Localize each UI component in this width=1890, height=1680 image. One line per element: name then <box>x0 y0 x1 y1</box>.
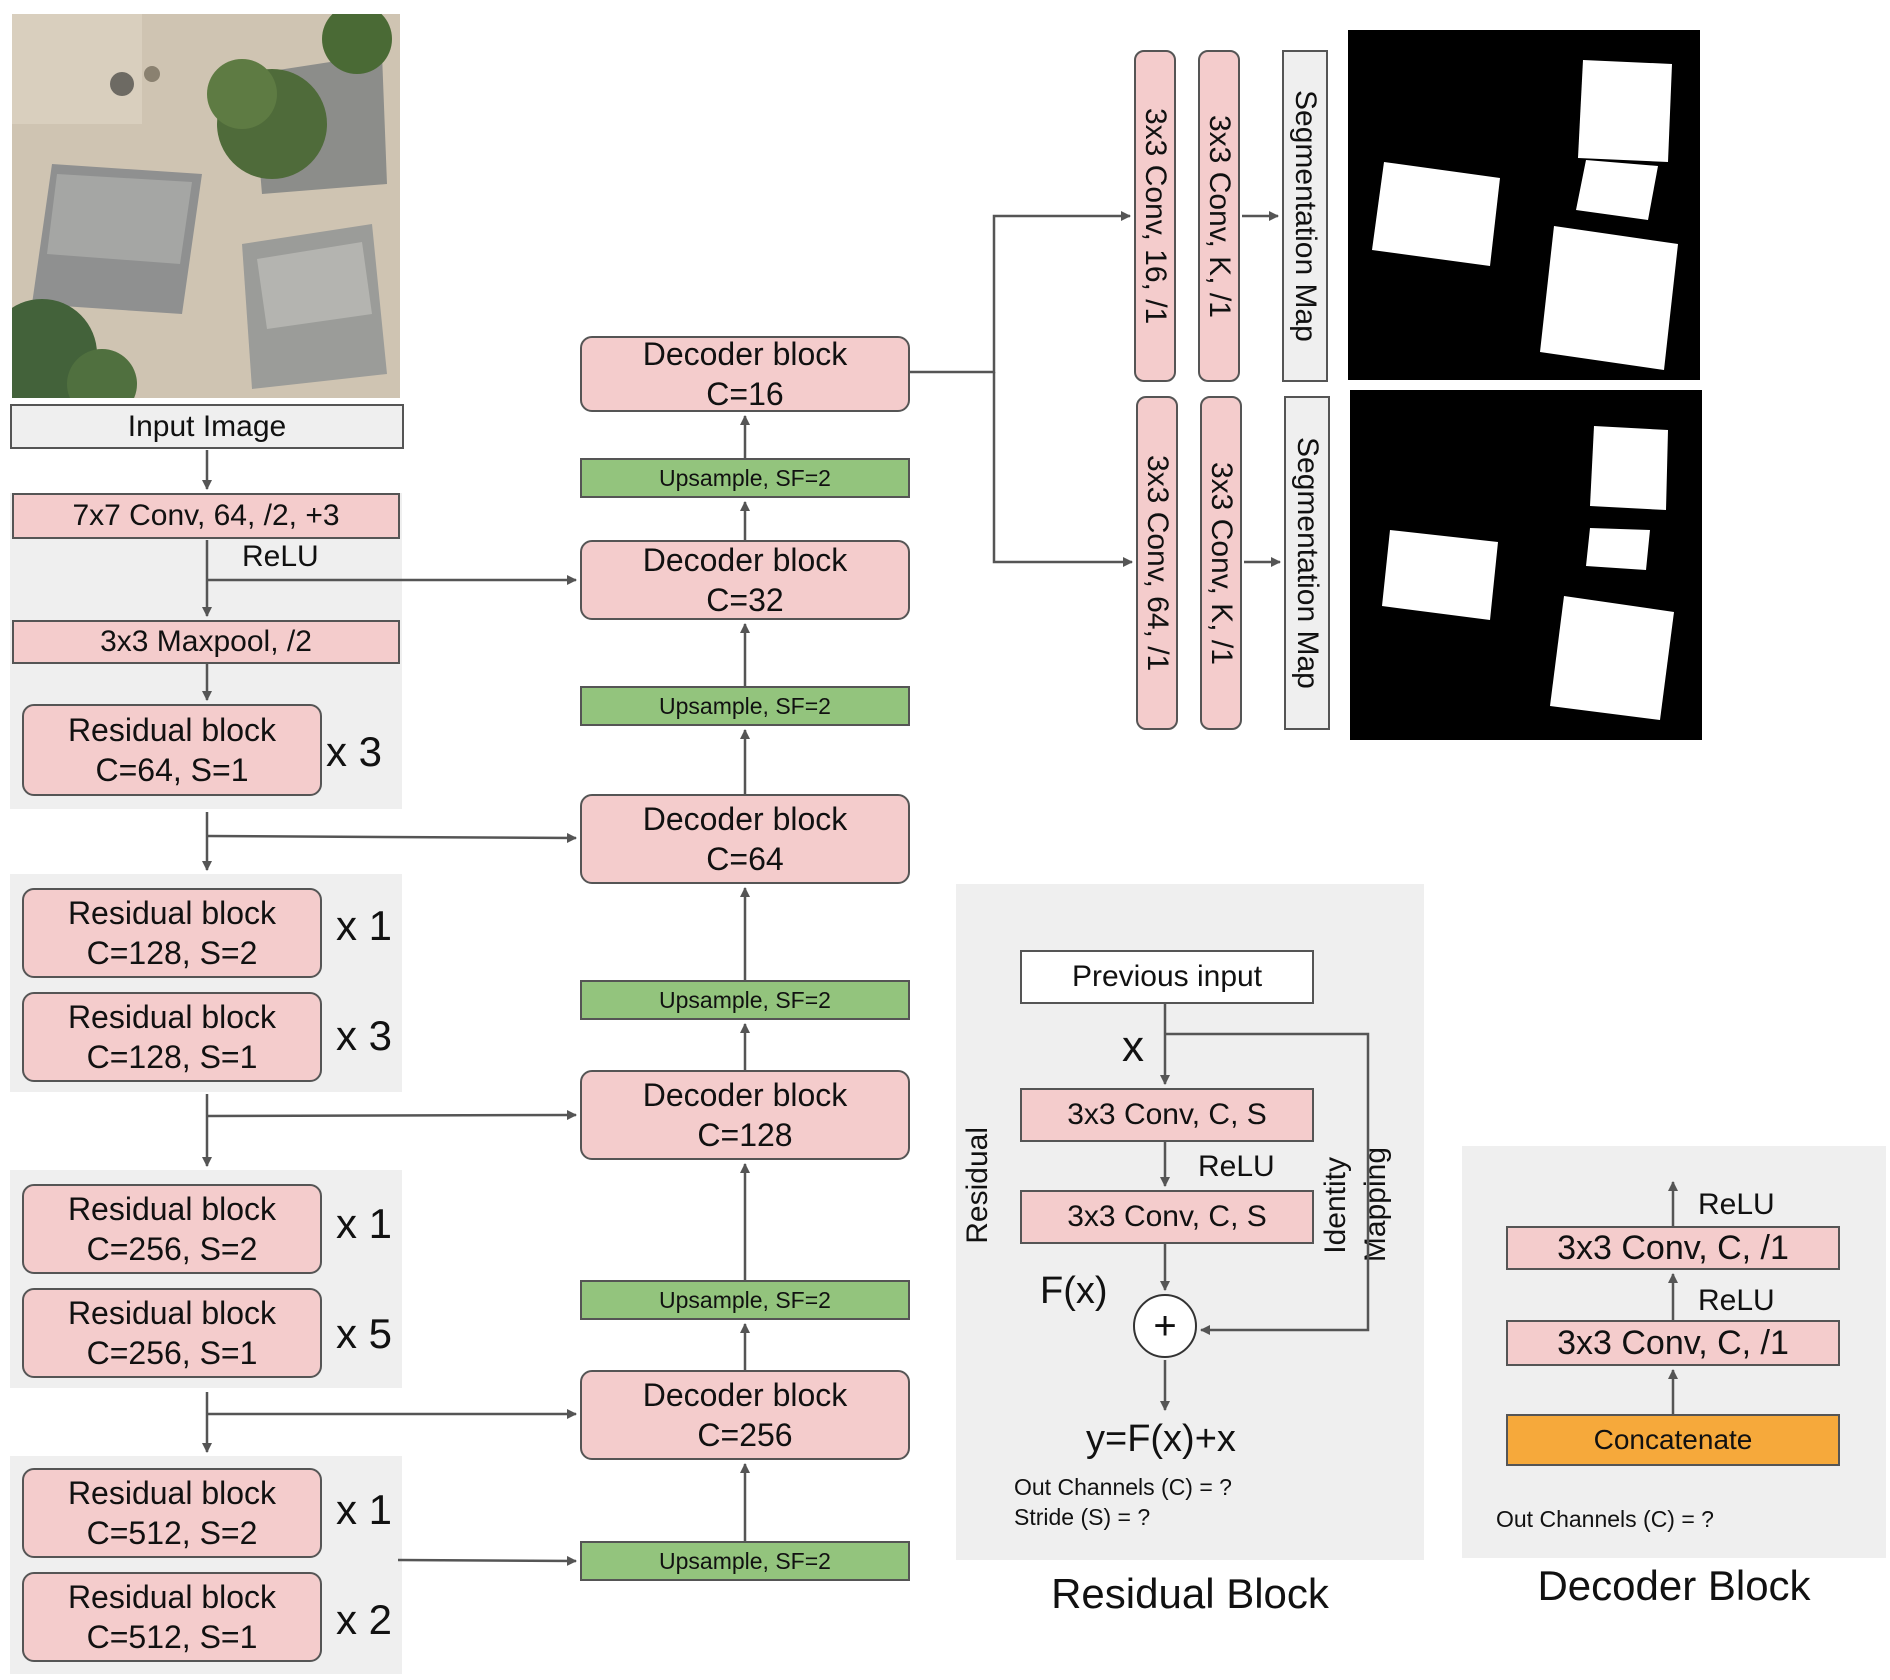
decoder-block-channels: C=64 <box>706 841 784 877</box>
concatenate-block: Concatenate <box>1506 1414 1840 1466</box>
decoder-block-c16: Decoder block C=16 <box>580 336 910 412</box>
residual-block-c128-s1: Residual block C=128, S=1 <box>22 992 322 1082</box>
residual-block-title: Residual block <box>67 1295 277 1331</box>
residual-block-params: C=256, S=2 <box>86 1231 258 1267</box>
head-bottom-segmentation-label: Segmentation Map <box>1284 396 1330 730</box>
decoder-block-c256: Decoder block C=256 <box>580 1370 910 1460</box>
residual-multiplier: x 3 <box>326 728 383 775</box>
segmentation-map-top <box>1348 30 1700 380</box>
head-top-convk: 3x3 Conv, K, /1 <box>1198 50 1240 382</box>
residual-relu-label: ReLU <box>1198 1150 1275 1183</box>
decoder-block-c64: Decoder block C=64 <box>580 794 910 884</box>
upsample-block: Upsample, SF=2 <box>580 686 910 726</box>
upsample-block: Upsample, SF=2 <box>580 458 910 498</box>
input-image-label: Input Image <box>10 404 404 449</box>
residual-block-params: C=256, S=1 <box>86 1335 258 1371</box>
head-bottom-convk: 3x3 Conv, K, /1 <box>1200 396 1242 730</box>
residual-block-c256-s2: Residual block C=256, S=2 <box>22 1184 322 1274</box>
residual-out-channels-note: Out Channels (C) = ? <box>1014 1474 1232 1500</box>
segmentation-map-bottom <box>1350 390 1702 740</box>
head-top-segmentation-label: Segmentation Map <box>1282 50 1328 382</box>
residual-multiplier: x 1 <box>336 902 393 949</box>
residual-multiplier: x 2 <box>336 1596 393 1643</box>
residual-block-c128-s2: Residual block C=128, S=2 <box>22 888 322 978</box>
plus-icon: + <box>1133 1294 1197 1358</box>
input-aerial-image <box>12 14 400 398</box>
residual-block-params: C=512, S=2 <box>86 1515 258 1551</box>
residual-block-c512-s1: Residual block C=512, S=1 <box>22 1572 322 1662</box>
decoder-out-channels-note: Out Channels (C) = ? <box>1496 1506 1714 1532</box>
fx-label: F(x) <box>1040 1270 1108 1312</box>
head-top-conv16: 3x3 Conv, 16, /1 <box>1134 50 1176 382</box>
residual-block-title: Residual block <box>67 1475 277 1511</box>
decoder-block-channels: C=16 <box>706 376 784 412</box>
residual-multiplier: x 3 <box>336 1012 393 1059</box>
decoder-conv-top-block: 3x3 Conv, C, /1 <box>1506 1226 1840 1270</box>
residual-block-caption: Residual Block <box>1051 1570 1329 1617</box>
decoder-block-channels: C=256 <box>697 1417 793 1453</box>
residual-conv2-block: 3x3 Conv, C, S <box>1020 1190 1314 1244</box>
decoder-relu-bottom-label: ReLU <box>1698 1284 1775 1317</box>
residual-multiplier: x 5 <box>336 1310 393 1357</box>
residual-multiplier: x 1 <box>336 1486 393 1533</box>
previous-input-box: Previous input <box>1020 950 1314 1004</box>
residual-block-title: Residual block <box>67 1191 277 1227</box>
decoder-block-channels: C=128 <box>697 1117 793 1153</box>
decoder-block-title: Decoder block <box>642 1077 848 1113</box>
residual-block-title: Residual block <box>67 712 277 748</box>
residual-block-params: C=512, S=1 <box>86 1619 258 1655</box>
decoder-block-channels: C=32 <box>706 582 784 618</box>
residual-block-title: Residual block <box>67 895 277 931</box>
head-bottom-conv64: 3x3 Conv, 64, /1 <box>1136 396 1178 730</box>
residual-block-c64: Residual block C=64, S=1 <box>22 704 322 796</box>
residual-block-title: Residual block <box>67 1579 277 1615</box>
conv7x7-block: 7x7 Conv, 64, /2, +3 <box>12 493 400 539</box>
x-label: x <box>1122 1022 1144 1071</box>
residual-block-params: C=128, S=2 <box>86 935 258 971</box>
encoder-relu-label: ReLU <box>242 540 319 573</box>
residual-block-c256-s1: Residual block C=256, S=1 <box>22 1288 322 1378</box>
decoder-relu-top-label: ReLU <box>1698 1188 1775 1221</box>
decoder-block-c128: Decoder block C=128 <box>580 1070 910 1160</box>
upsample-block: Upsample, SF=2 <box>580 980 910 1020</box>
upsample-block: Upsample, SF=2 <box>580 1280 910 1320</box>
residual-output-formula: y=F(x)+x <box>1086 1418 1236 1460</box>
residual-stride-note: Stride (S) = ? <box>1014 1504 1151 1530</box>
upsample-block: Upsample, SF=2 <box>580 1541 910 1581</box>
decoder-block-title: Decoder block <box>642 801 848 837</box>
decoder-block-title: Decoder block <box>642 542 848 578</box>
decoder-block-title: Decoder block <box>642 336 848 372</box>
residual-block-params: C=128, S=1 <box>86 1039 258 1075</box>
maxpool-block: 3x3 Maxpool, /2 <box>12 620 400 664</box>
residual-conv1-block: 3x3 Conv, C, S <box>1020 1088 1314 1142</box>
decoder-block-title: Decoder block <box>642 1377 848 1413</box>
residual-multiplier: x 1 <box>336 1200 393 1247</box>
residual-block-title: Residual block <box>67 999 277 1035</box>
residual-block-c512-s2: Residual block C=512, S=2 <box>22 1468 322 1558</box>
decoder-conv-bottom-block: 3x3 Conv, C, /1 <box>1506 1320 1840 1366</box>
residual-block-params: C=64, S=1 <box>95 752 249 788</box>
decoder-block-caption: Decoder Block <box>1537 1562 1811 1609</box>
decoder-block-c32: Decoder block C=32 <box>580 540 910 620</box>
